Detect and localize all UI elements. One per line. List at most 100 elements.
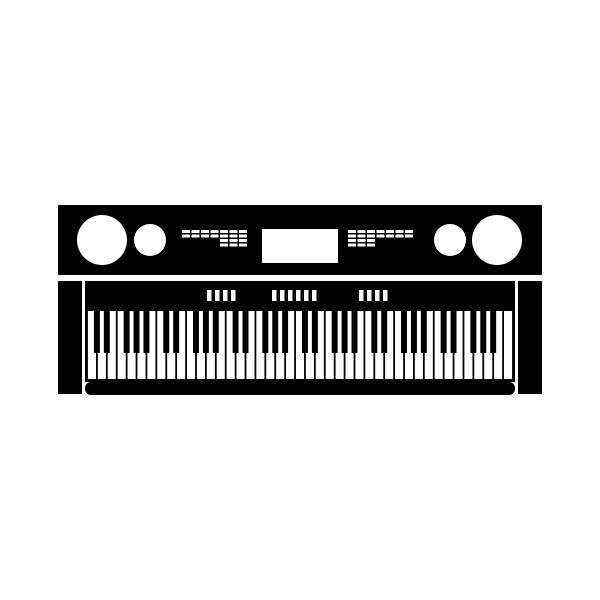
white-key [434,311,443,379]
white-key [236,311,245,379]
black-key [262,311,269,353]
white-key [464,311,473,379]
sub-panel-button [223,290,228,301]
black-key [440,311,447,353]
white-key [206,311,215,379]
white-key [256,311,265,379]
panel-button [376,230,385,233]
panel-button [220,234,228,238]
sub-panel-button [304,290,309,301]
black-key [202,311,209,353]
black-key [410,311,417,353]
panel-button [210,234,219,238]
panel-button [357,239,366,242]
white-key [137,311,146,379]
black-key [401,311,407,353]
sub-panel-button [231,290,236,301]
right-speaker-small [434,224,466,256]
white-key [286,311,295,379]
display-screen [262,229,338,263]
white-key [444,311,453,379]
black-key [282,311,289,353]
panel-button [239,230,247,233]
black-key [420,311,427,353]
black-key [163,311,170,353]
black-key [232,311,239,353]
sub-panel-button [280,290,285,301]
black-key [450,311,457,353]
panel-button [229,230,238,233]
panel-button [191,230,200,233]
black-key [212,311,219,353]
white-key [325,311,334,379]
white-key [404,311,414,379]
panel-button [210,230,219,233]
white-key [474,311,483,379]
panel-button [348,234,356,238]
white-keys [87,311,513,379]
panel-button [201,234,209,238]
panel-button [357,243,366,247]
right-end-cheek [518,281,542,394]
white-key [167,311,176,379]
sub-panel-button [207,290,212,301]
black-key [242,311,249,353]
panel-button [201,230,209,233]
panel-button [229,234,238,238]
white-key [177,311,186,379]
panel-button [405,230,413,233]
black-key [143,311,150,353]
sub-panel-button [383,290,388,301]
key-bed [85,309,515,382]
right-button-bank [348,230,413,247]
panel-button [229,239,238,242]
black-key [351,311,358,353]
white-key [246,311,255,379]
control-panel [58,205,542,275]
panel-button [229,243,238,247]
panel-button [405,234,413,238]
white-key [147,311,156,379]
panel-button [357,234,366,238]
black-key [93,311,100,353]
sub-panel-button [296,290,301,301]
white-key [385,311,394,379]
sub-panel [85,281,515,309]
black-key [371,311,378,353]
left-button-bank [182,230,247,247]
panel-button [220,239,228,242]
white-key [186,311,196,379]
white-key [97,311,106,379]
panel-button [367,239,375,242]
white-key [494,311,503,379]
white-key [295,311,305,379]
black-key [331,311,338,353]
panel-button [386,234,394,238]
black-key [133,311,140,353]
sub-panel-button [288,290,293,301]
panel-button [182,234,190,238]
white-key [117,311,126,379]
sub-panel-button [359,290,364,301]
black-key [341,311,348,353]
panel-button [348,239,356,242]
white-key [87,311,97,379]
panel-button [376,234,385,238]
white-key [424,311,433,379]
black-key [480,311,487,353]
white-key [305,311,314,379]
panel-button [395,230,404,233]
left-speaker-large [77,215,127,265]
sub-panel-buttons [207,290,388,301]
white-key [375,311,384,379]
black-key [470,311,477,353]
panel-button [239,234,247,238]
right-speaker-large [472,215,522,265]
panel-button [191,234,200,238]
left-speaker-small [134,224,166,256]
bottom-rail [85,382,515,395]
panel-button [386,230,394,233]
white-key [454,311,463,379]
left-end-cheek [58,281,82,394]
